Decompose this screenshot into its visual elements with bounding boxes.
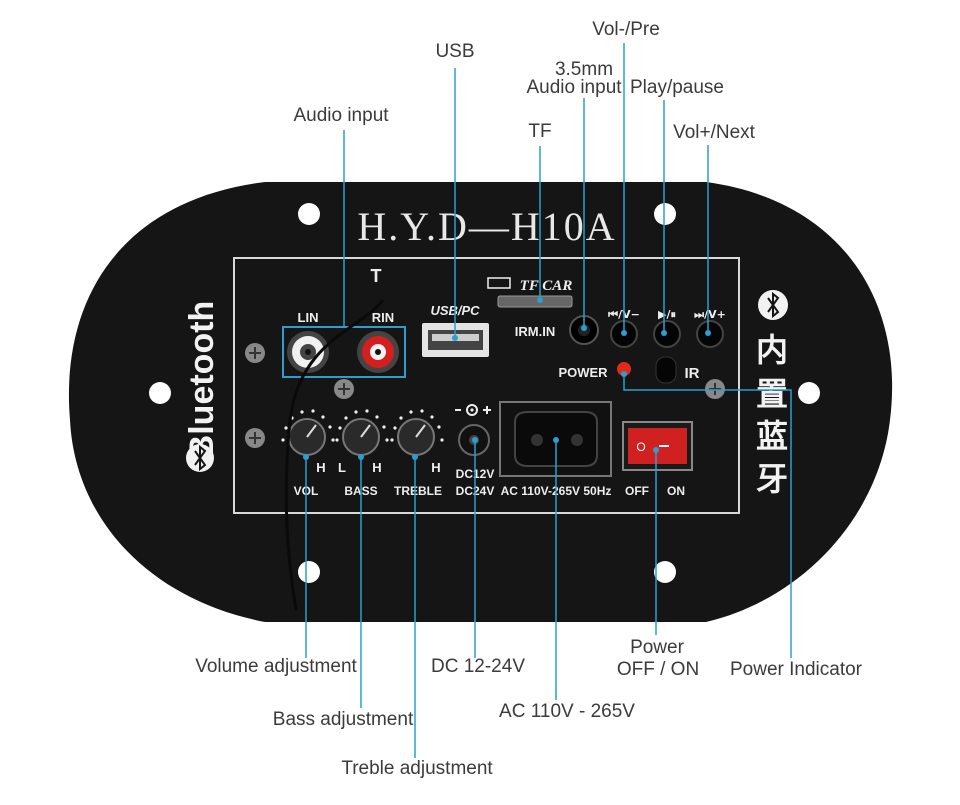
callout-vol-pre: Vol-/Pre bbox=[592, 19, 660, 40]
tf-icon bbox=[487, 277, 511, 289]
ir-receiver bbox=[655, 356, 677, 384]
mounting-hole bbox=[298, 203, 320, 225]
callout-power-line2: OFF / ON bbox=[616, 659, 700, 680]
callout-play-pause: Play/pause bbox=[629, 77, 725, 98]
screw bbox=[245, 343, 265, 363]
volume-knob[interactable] bbox=[288, 418, 326, 456]
mounting-hole bbox=[654, 203, 676, 225]
antenna-symbol: T bbox=[371, 266, 382, 286]
rin-label: RIN bbox=[372, 310, 394, 325]
mounting-hole bbox=[798, 382, 820, 404]
knob-h-label: H bbox=[372, 460, 381, 475]
knob-l-label: L bbox=[338, 460, 346, 475]
power-label: POWER bbox=[558, 365, 608, 380]
mounting-hole bbox=[298, 561, 320, 583]
mounting-hole bbox=[654, 561, 676, 583]
tf-card-slot[interactable] bbox=[497, 295, 573, 308]
chinese-char-1: 内 bbox=[756, 331, 788, 369]
next-vol-up-label: ⏭/V+ bbox=[694, 308, 726, 321]
screw bbox=[245, 428, 265, 448]
knob-h-label: H bbox=[431, 460, 440, 475]
callout-audio-input: Audio input bbox=[293, 105, 389, 126]
rca-left-jack[interactable] bbox=[287, 331, 329, 373]
callout-treble-adjustment: Treble adjustment bbox=[341, 758, 493, 779]
dc-polarity-icon bbox=[455, 404, 491, 416]
knob-h-label: H bbox=[316, 460, 325, 475]
off-label: OFF bbox=[625, 484, 649, 498]
callout-power-line1: Power bbox=[630, 637, 684, 658]
treble-knob[interactable] bbox=[397, 418, 435, 456]
bluetooth-side-logo: Bluetooth bbox=[183, 301, 221, 472]
leader-lines bbox=[305, 43, 792, 758]
callout-35mm-line2: Audio input bbox=[526, 77, 622, 98]
antenna-wire bbox=[284, 299, 385, 611]
bass-knob[interactable] bbox=[342, 418, 380, 456]
lin-label: LIN bbox=[298, 310, 319, 325]
callout-vol-next: Vol+/Next bbox=[673, 122, 755, 143]
chinese-char-4: 牙 bbox=[756, 460, 788, 498]
on-label: ON bbox=[667, 484, 685, 498]
callout-35mm-line1: 3.5mm bbox=[554, 59, 614, 80]
play-pause-label: ▶/⏸ bbox=[658, 308, 676, 321]
mounting-hole bbox=[149, 382, 171, 404]
power-rocker-switch[interactable] bbox=[622, 421, 693, 471]
callout-power-indicator: Power Indicator bbox=[729, 659, 863, 680]
callout-ac: AC 110V - 265V bbox=[499, 701, 635, 722]
power-led bbox=[617, 362, 631, 376]
screw bbox=[705, 379, 725, 399]
bluetooth-side-label: Bluetooth bbox=[183, 301, 221, 460]
tf-car-label: TF CAR bbox=[520, 278, 573, 294]
callout-volume-adjustment: Volume adjustment bbox=[195, 656, 357, 677]
control-panel bbox=[233, 257, 740, 514]
switch-off-glyph: O bbox=[636, 440, 645, 454]
screw bbox=[334, 379, 354, 399]
treble-label: TREBLE bbox=[394, 484, 442, 498]
ir-label: IR bbox=[685, 365, 700, 382]
knob-dots bbox=[281, 409, 444, 442]
callout-dc: DC 12-24V bbox=[431, 656, 525, 677]
callout-bass-adjustment: Bass adjustment bbox=[272, 709, 414, 730]
chinese-char-2: 置 bbox=[756, 375, 788, 413]
board-model-title: H.Y.D—H10A bbox=[357, 204, 616, 249]
bluetooth-right-logo: 内 置 蓝 牙 bbox=[756, 290, 788, 498]
irm-in-label: IRM.IN bbox=[515, 324, 555, 339]
chinese-char-3: 蓝 bbox=[756, 417, 788, 455]
rca-right-jack[interactable] bbox=[357, 331, 399, 373]
play-pause-button[interactable] bbox=[653, 320, 681, 348]
callout-tf: TF bbox=[528, 121, 552, 142]
callout-usb: USB bbox=[435, 41, 475, 62]
leader-dots bbox=[303, 297, 711, 460]
